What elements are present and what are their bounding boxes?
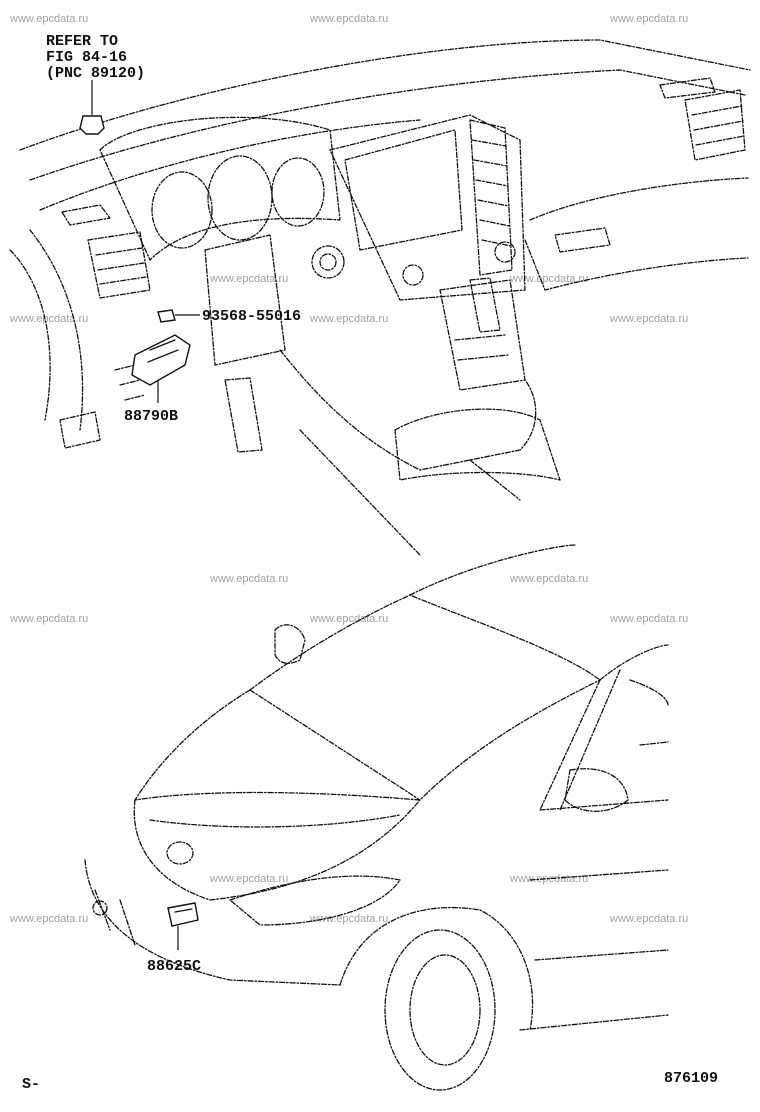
- shift-lever: [469, 277, 501, 333]
- side-window: [629, 679, 669, 746]
- front-sensor-part-label: 88625C: [147, 958, 201, 975]
- side-body-lines: [529, 799, 669, 961]
- watermark: www.epcdata.ru: [209, 273, 288, 285]
- a-pillar: [539, 669, 621, 811]
- grille-outline: [133, 799, 421, 901]
- roof-rear: [599, 644, 669, 681]
- hood-crease: [249, 689, 421, 801]
- fender-arch: [339, 906, 534, 1031]
- fog-lamp: [92, 900, 108, 916]
- center-vent-slats: [471, 139, 512, 247]
- badge: [166, 841, 194, 865]
- watermark: www.epcdata.ru: [309, 313, 388, 325]
- right-vent: [684, 89, 746, 161]
- bolt-icon: [157, 309, 176, 323]
- front-bumper: [84, 859, 341, 986]
- sensor-88625c-icon: [167, 902, 199, 927]
- lower-left-panel: [59, 411, 101, 449]
- headlight: [229, 875, 401, 926]
- dash-mid-line: [39, 119, 421, 211]
- footer: S- 876109: [22, 1070, 718, 1093]
- gauge-right: [271, 157, 325, 227]
- refer-bracket: [79, 80, 105, 135]
- watermark: www.epcdata.ru: [309, 13, 388, 25]
- front-wheel: [384, 929, 496, 1091]
- footer-left-code: S-: [22, 1076, 40, 1093]
- pedal: [224, 377, 263, 453]
- watermark: www.epcdata.ru: [609, 313, 688, 325]
- center-stack: [329, 114, 526, 301]
- bolt-part-label: 93568-55016: [202, 308, 301, 325]
- right-vent-slats: [691, 105, 745, 146]
- left-pillar: [9, 249, 51, 421]
- floor-line: [299, 429, 421, 556]
- watermark: www.epcdata.ru: [9, 613, 88, 625]
- dash-top-edge: [19, 39, 751, 151]
- left-pillar-inner: [29, 229, 84, 431]
- watermark: www.epcdata.ru: [9, 13, 88, 25]
- left-small-vent: [61, 204, 111, 226]
- lower-left-marks: [114, 364, 146, 401]
- watermark: www.epcdata.ru: [309, 613, 388, 625]
- front-sensor-detail: [174, 908, 193, 913]
- hood-ornament-sketch: [274, 624, 306, 664]
- watermark: www.epcdata.ru: [9, 913, 88, 925]
- watermark: www.epcdata.ru: [609, 13, 688, 25]
- vehicle-illustration: [84, 544, 669, 1091]
- center-display: [344, 129, 463, 251]
- watermark: www.epcdata.ru: [309, 913, 388, 925]
- watermark: www.epcdata.ru: [9, 313, 88, 325]
- right-dash-lower: [529, 177, 749, 221]
- gauge-left: [151, 171, 213, 249]
- rocker-line: [519, 1014, 669, 1031]
- watermark: www.epcdata.ru: [509, 273, 588, 285]
- ignition-switch: [311, 245, 345, 279]
- watermark-layer: www.epcdata.ru www.epcdata.ru www.epcdat…: [9, 13, 688, 925]
- glovebox: [524, 239, 749, 291]
- right-small-vent: [659, 77, 716, 99]
- bumper-detail: [94, 889, 136, 946]
- armrest: [394, 408, 561, 481]
- sensor-assembly: [131, 334, 191, 403]
- watermark: www.epcdata.ru: [609, 613, 688, 625]
- windshield-top: [249, 594, 601, 691]
- left-vent: [87, 231, 151, 299]
- refer-label-line2: FIG 84-16: [46, 49, 127, 66]
- sensor-88790b-icon: [131, 334, 191, 386]
- shifter-panel: [439, 279, 526, 391]
- refer-bracket-part: [79, 115, 105, 135]
- refer-label-line1: REFER TO: [46, 33, 118, 50]
- watermark: www.epcdata.ru: [609, 913, 688, 925]
- gauge-center: [207, 155, 273, 241]
- watermark: www.epcdata.ru: [209, 573, 288, 585]
- glovebox-handle: [554, 227, 611, 253]
- front-wheel-rim: [409, 954, 481, 1066]
- center-vent-right: [469, 119, 513, 276]
- roof-line: [409, 544, 576, 596]
- cluster-hood: [99, 116, 341, 261]
- dash-upper-line: [29, 69, 746, 181]
- side-mirror: [564, 768, 629, 812]
- ignition-switch-inner: [319, 253, 337, 271]
- shift-gate: [454, 334, 509, 361]
- center-knob-right: [494, 241, 516, 263]
- watermark: www.epcdata.ru: [209, 873, 288, 885]
- left-vent-slats: [95, 247, 147, 285]
- sensor-part-label: 88790B: [124, 408, 178, 425]
- sensor-detail: [147, 339, 179, 363]
- steering-column: [204, 234, 286, 366]
- watermark: www.epcdata.ru: [509, 573, 588, 585]
- hood-outline: [134, 679, 601, 801]
- center-console: [279, 349, 537, 471]
- console-edge: [469, 459, 521, 501]
- front-sensor-assembly: [167, 902, 199, 950]
- center-knob-left: [402, 264, 424, 286]
- figure-number: 876109: [664, 1070, 718, 1087]
- bolt-assembly: [157, 309, 200, 323]
- grille-bar: [149, 814, 401, 828]
- callout-labels: REFER TO FIG 84-16 (PNC 89120) 93568-550…: [46, 33, 301, 975]
- dashboard-illustration: [9, 39, 751, 556]
- refer-label-line3: (PNC 89120): [46, 65, 145, 82]
